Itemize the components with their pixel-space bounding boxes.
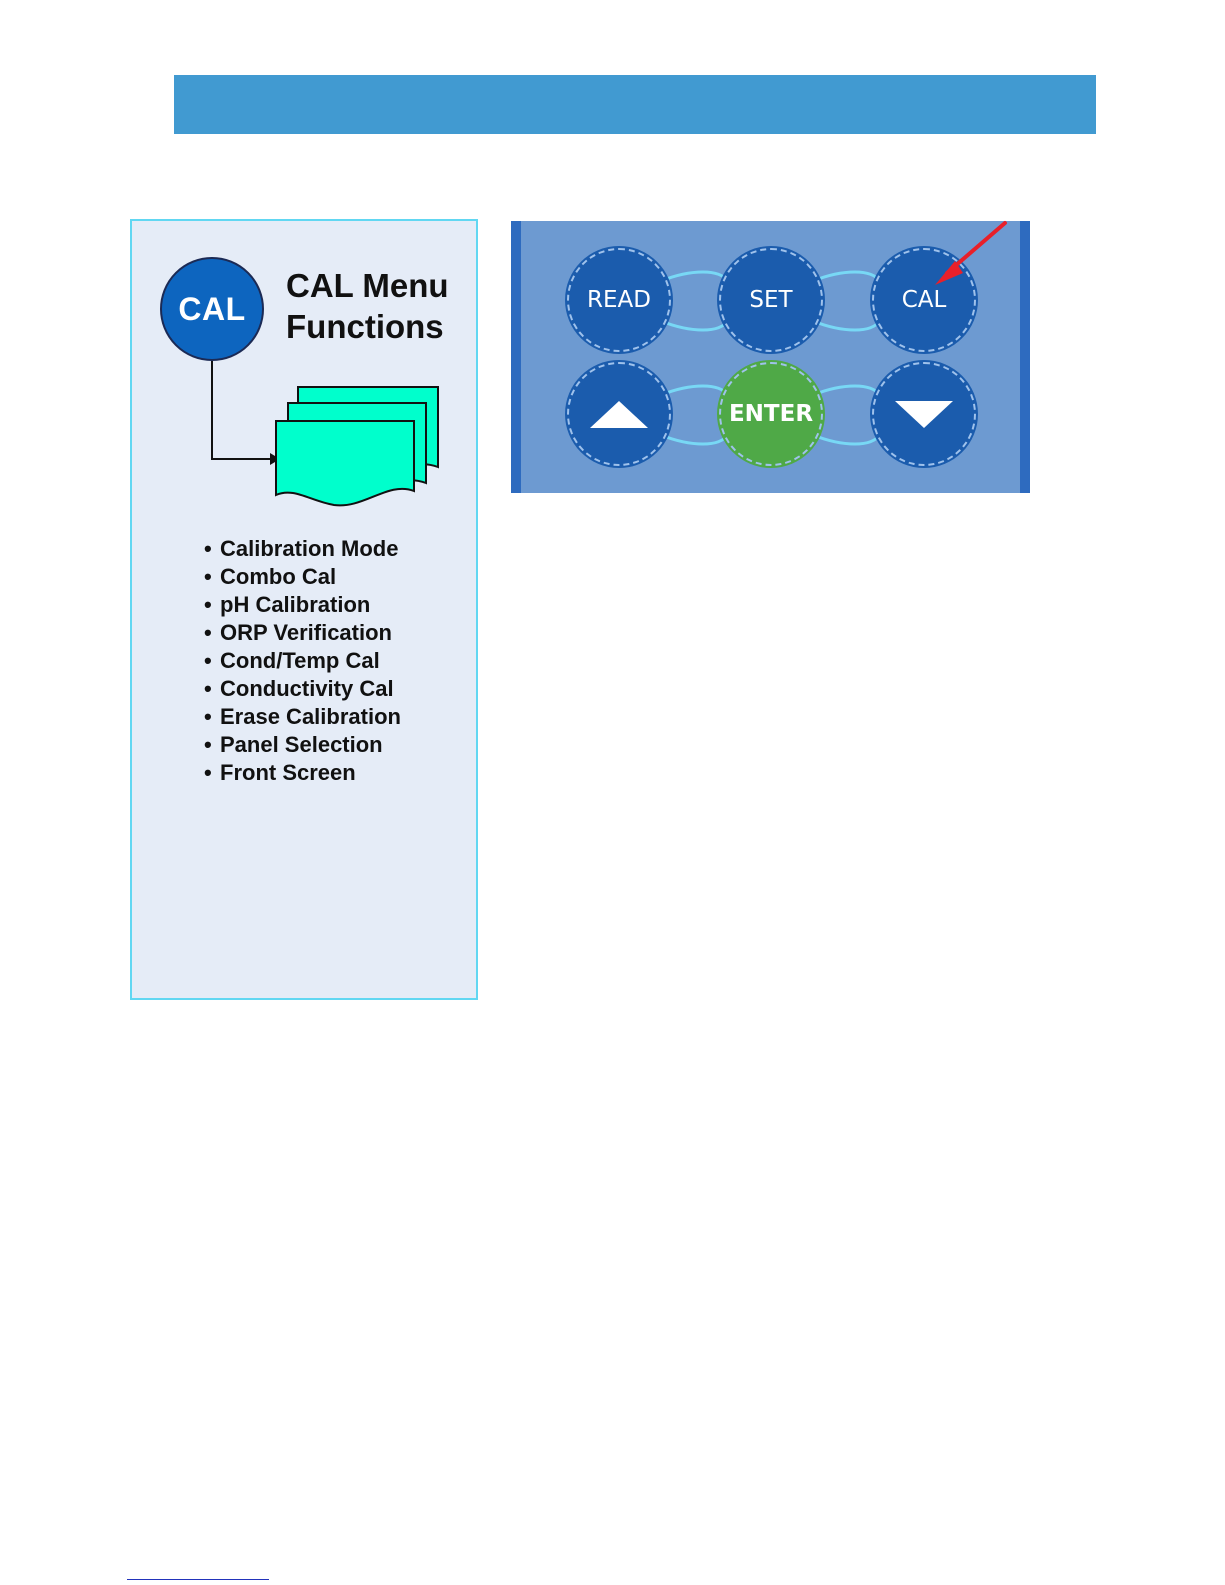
up-arrow-icon — [590, 401, 648, 428]
up-key[interactable] — [567, 362, 671, 466]
flow-diagram — [202, 359, 442, 509]
cal-button-label: CAL — [178, 291, 245, 328]
menu-title: CAL Menu Functions — [286, 265, 476, 347]
list-item: Cond/Temp Cal — [204, 647, 401, 675]
footer-rule — [127, 1579, 269, 1580]
section-header-bar — [174, 75, 1096, 134]
read-key[interactable]: READ — [567, 248, 671, 352]
pointer-arrow-icon — [925, 215, 1015, 295]
list-item: Calibration Mode — [204, 535, 401, 563]
cal-menu-panel: CAL CAL Menu Functions Calibration Mode … — [130, 219, 478, 1000]
list-item: Conductivity Cal — [204, 675, 401, 703]
enter-key-label: ENTER — [729, 401, 813, 427]
function-list: Calibration Mode Combo Cal pH Calibratio… — [204, 535, 401, 787]
connector-arrow-icon — [212, 361, 280, 465]
down-key[interactable] — [872, 362, 976, 466]
set-key[interactable]: SET — [719, 248, 823, 352]
stacked-documents-icon — [276, 387, 438, 505]
list-item: pH Calibration — [204, 591, 401, 619]
list-item: ORP Verification — [204, 619, 401, 647]
list-item: Panel Selection — [204, 731, 401, 759]
menu-title-line1: CAL Menu — [286, 265, 476, 306]
read-key-label: READ — [587, 287, 651, 313]
menu-title-line2: Functions — [286, 306, 476, 347]
enter-key[interactable]: ENTER — [719, 362, 823, 466]
list-item: Front Screen — [204, 759, 401, 787]
list-item: Erase Calibration — [204, 703, 401, 731]
list-item: Combo Cal — [204, 563, 401, 591]
cal-button-icon: CAL — [160, 257, 264, 361]
down-arrow-icon — [895, 401, 953, 428]
set-key-label: SET — [749, 287, 792, 313]
